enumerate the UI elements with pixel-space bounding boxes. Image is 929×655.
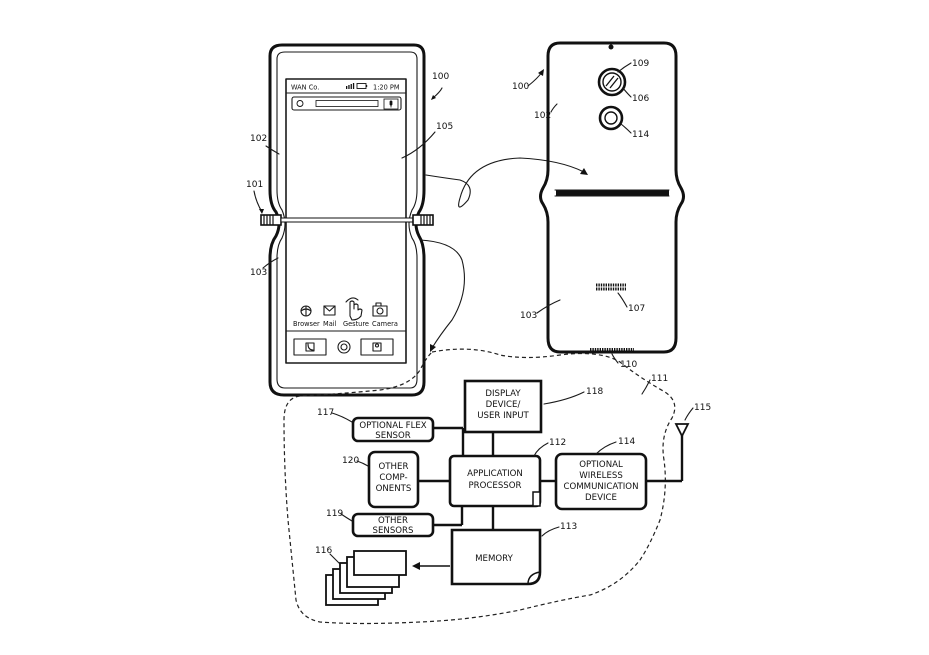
antenna-icon	[674, 423, 690, 439]
sensors-line-2: SENSORS	[373, 526, 414, 536]
rear-sensor-icon	[598, 105, 624, 131]
other-sensors-block: OTHER SENSORS	[351, 512, 435, 538]
display-line-1: DISPLAY	[485, 389, 521, 399]
fold-arrow	[425, 157, 585, 208]
app-label-browser: Browser	[293, 320, 320, 328]
document-stack-icon	[325, 550, 407, 606]
ref-100-back: 100	[512, 82, 529, 92]
application-processor-block: APPLICATION PROCESSOR	[448, 454, 542, 508]
ref-114-back: 114	[632, 130, 649, 140]
ref-117: 117	[317, 408, 334, 418]
status-carrier: WAN Co.	[291, 84, 319, 92]
back-phone-body	[539, 41, 685, 354]
ref-110: 110	[620, 360, 637, 370]
wireless-line-2: WIRELESS	[579, 471, 623, 481]
status-time: 1:20 PM	[373, 84, 400, 92]
front-phone-body	[268, 43, 426, 397]
display-line-2: DEVICE/	[486, 400, 521, 410]
ref-101: 101	[246, 180, 263, 190]
wireless-line-4: DEVICE	[585, 493, 617, 503]
search-field[interactable]	[315, 100, 379, 107]
wireless-line-1: OPTIONAL	[579, 460, 623, 470]
ref-113: 113	[560, 522, 577, 532]
browser-icon[interactable]	[300, 305, 312, 317]
contacts-button[interactable]	[360, 338, 394, 356]
back-phone	[539, 41, 685, 354]
flex-line-2: SENSOR	[375, 431, 411, 441]
ref-103-back: 103	[520, 311, 537, 321]
camera-icon[interactable]	[372, 302, 388, 317]
speaker-grille	[596, 283, 626, 291]
ref-120: 120	[342, 456, 359, 466]
ref-106: 106	[632, 94, 649, 104]
ref-102-back: 102	[534, 111, 551, 121]
front-hinge	[260, 214, 434, 226]
front-phone-bezel	[276, 51, 418, 389]
ref-118: 118	[586, 387, 603, 397]
ref-100-front: 100	[432, 72, 449, 82]
gesture-icon[interactable]	[345, 297, 363, 321]
wireless-device-block: OPTIONAL WIRELESS COMMUNICATION DEVICE	[554, 452, 648, 511]
flex-sensor-block: OPTIONAL FLEX SENSOR	[351, 416, 435, 443]
ref-112: 112	[549, 438, 566, 448]
ref-116: 116	[315, 546, 332, 556]
app-label-gesture: Gesture	[343, 320, 369, 328]
rear-camera-icon	[597, 67, 627, 97]
components-line-3: ONENTS	[376, 484, 412, 494]
other-components-block: OTHER COMP- ONENTS	[367, 450, 420, 509]
signal-icon	[346, 83, 355, 89]
ref-105: 105	[436, 122, 453, 132]
ref-107: 107	[628, 304, 645, 314]
components-line-2: COMP-	[379, 473, 407, 483]
wireless-line-3: COMMUNICATION	[563, 482, 638, 492]
top-notch	[608, 44, 614, 50]
ref-119: 119	[326, 509, 343, 519]
system-boundary	[283, 348, 676, 625]
mail-icon[interactable]	[323, 305, 336, 316]
ref-114-block: 114	[618, 437, 635, 447]
front-phone: WAN Co. 1:20 PM	[260, 43, 434, 397]
components-line-1: OTHER	[379, 462, 409, 472]
ref-102-front: 102	[250, 134, 267, 144]
ref-111: 111	[651, 374, 668, 384]
flex-line-1: OPTIONAL FLEX	[359, 421, 426, 431]
search-icon	[296, 100, 304, 107]
phone-call-button[interactable]	[293, 338, 327, 356]
ref-115: 115	[694, 403, 711, 413]
ref-103-front: 103	[250, 268, 267, 278]
app-label-camera: Camera	[372, 320, 398, 328]
memory-block: MEMORY	[450, 528, 542, 586]
sensors-line-1: OTHER	[378, 516, 408, 526]
processor-line-2: PROCESSOR	[469, 481, 522, 491]
ref-109: 109	[632, 59, 649, 69]
battery-icon	[356, 83, 368, 89]
home-button[interactable]	[337, 340, 351, 354]
display-line-3: USER INPUT	[477, 411, 529, 421]
display-device-block: DISPLAY DEVICE/ USER INPUT	[463, 379, 543, 434]
back-hinge	[556, 190, 669, 196]
memory-label: MEMORY	[475, 554, 513, 564]
microphone-icon[interactable]	[383, 98, 399, 110]
app-label-mail: Mail	[323, 320, 337, 328]
processor-line-1: APPLICATION	[467, 469, 523, 479]
search-bar[interactable]	[291, 96, 402, 111]
